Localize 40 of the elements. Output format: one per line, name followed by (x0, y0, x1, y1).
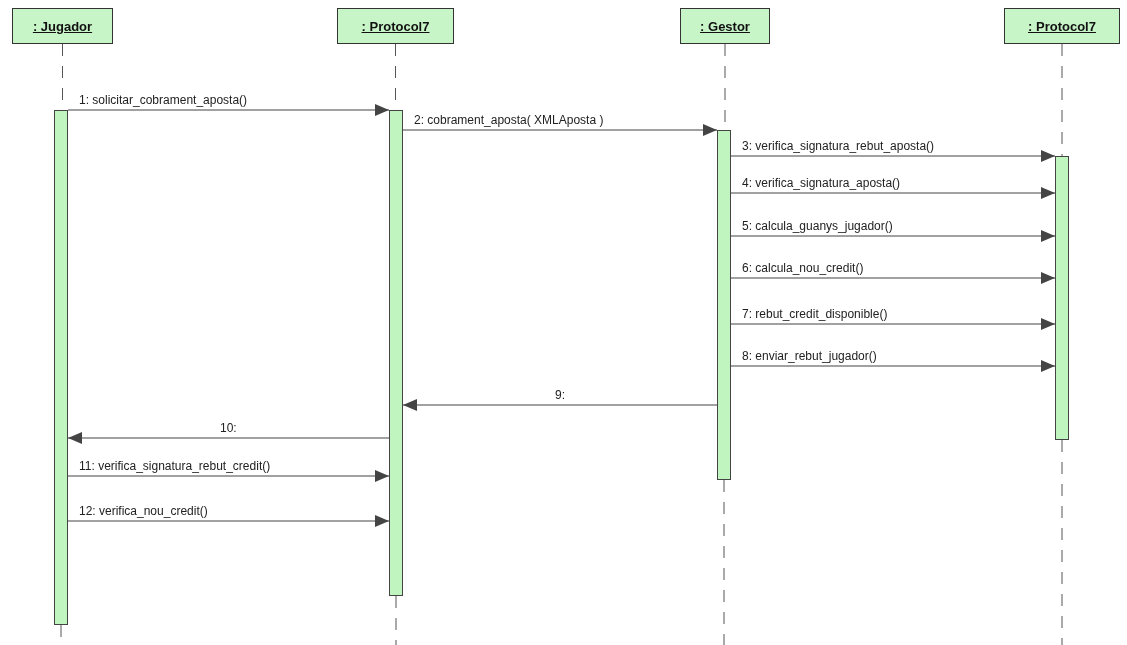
activation-bar (389, 110, 403, 596)
message-arrow (730, 360, 1056, 372)
edge-label: 7: rebut_credit_disponible() (741, 307, 889, 321)
object-name: : Protocol7 (1028, 18, 1096, 34)
edge-label: 1: solicitar_cobrament_aposta() (78, 93, 249, 107)
message-arrow (730, 150, 1056, 162)
object-name: : Protocol7 (361, 18, 430, 34)
message-arrow (730, 318, 1056, 330)
object-box (1004, 8, 1120, 44)
message-arrow (67, 470, 390, 482)
message-arrow (730, 272, 1056, 284)
object-box (680, 8, 770, 44)
message-arrow (67, 515, 390, 527)
edge-label: 9: (554, 388, 566, 402)
edge-label: 8: enviar_rebut_jugador() (741, 349, 878, 363)
message-arrow (402, 399, 718, 411)
object-name: : Jugador (32, 18, 93, 34)
lifeline (1061, 43, 1063, 157)
edge-label: 2: cobrament_aposta( XMLAposta ) (413, 113, 605, 127)
lifeline (723, 479, 725, 645)
edge-label: 6: calcula_nou_credit() (741, 261, 865, 275)
edge-label: 10: (219, 421, 238, 435)
object-box (337, 8, 454, 44)
edge-label: 12: verifica_nou_credit() (78, 504, 209, 518)
message-arrow (730, 230, 1056, 242)
message-arrow (402, 124, 718, 136)
activation-bar (717, 130, 731, 480)
edge-label: 11: verifica_signatura_rebut_credit() (78, 459, 272, 473)
message-arrow (730, 187, 1056, 199)
object-name: : Gestor (700, 18, 750, 34)
activation-bar (1055, 156, 1069, 440)
lifeline (1061, 439, 1063, 645)
edge-label: 4: verifica_signatura_aposta() (741, 176, 902, 190)
message-arrow (67, 104, 390, 116)
object-box (12, 8, 113, 44)
activation-bar (54, 110, 68, 625)
lifeline (395, 595, 397, 645)
edge-label: 3: verifica_signatura_rebut_aposta() (741, 139, 936, 153)
message-arrow (67, 432, 390, 444)
edge-label: 5: calcula_guanys_jugador() (741, 219, 894, 233)
